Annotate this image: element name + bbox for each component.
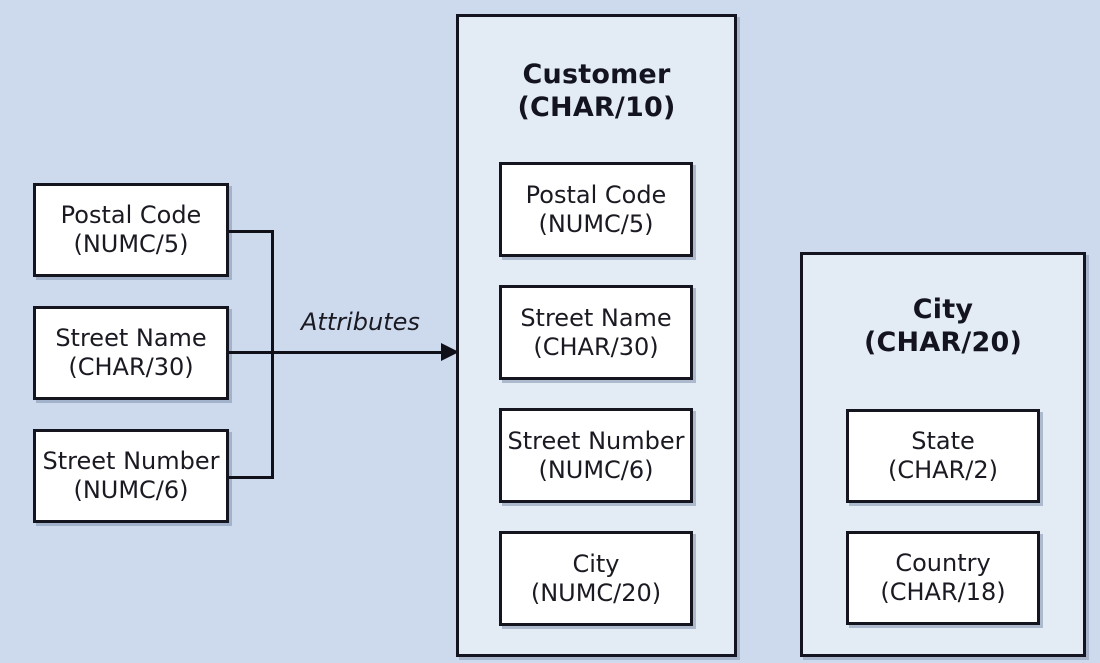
entity-title-city: City (CHAR/20) xyxy=(863,294,1022,358)
connector-stub-postal-code xyxy=(229,230,274,233)
connector-label-attributes: Attributes xyxy=(301,308,420,336)
connector-stub-street-number xyxy=(229,476,274,479)
entity-field-city-state: State (CHAR/2) xyxy=(846,409,1040,503)
source-attribute-postal-code: Postal Code (NUMC/5) xyxy=(33,183,229,277)
entity-field-city-country: Country (CHAR/18) xyxy=(846,531,1040,625)
entity-field-customer-street-number: Street Number (NUMC/6) xyxy=(499,408,693,503)
connector-bracket-spine xyxy=(271,230,274,479)
connector-arrowhead xyxy=(441,343,459,361)
source-attribute-street-name: Street Name (CHAR/30) xyxy=(33,306,229,400)
entity-field-customer-city: City (NUMC/20) xyxy=(499,531,693,626)
entity-field-customer-postal-code: Postal Code (NUMC/5) xyxy=(499,162,693,257)
source-attribute-street-number: Street Number (NUMC/6) xyxy=(33,429,229,523)
entity-title-customer: Customer (CHAR/10) xyxy=(517,59,676,123)
entity-field-customer-street-name: Street Name (CHAR/30) xyxy=(499,285,693,380)
connector-arrow-shaft xyxy=(229,351,445,354)
